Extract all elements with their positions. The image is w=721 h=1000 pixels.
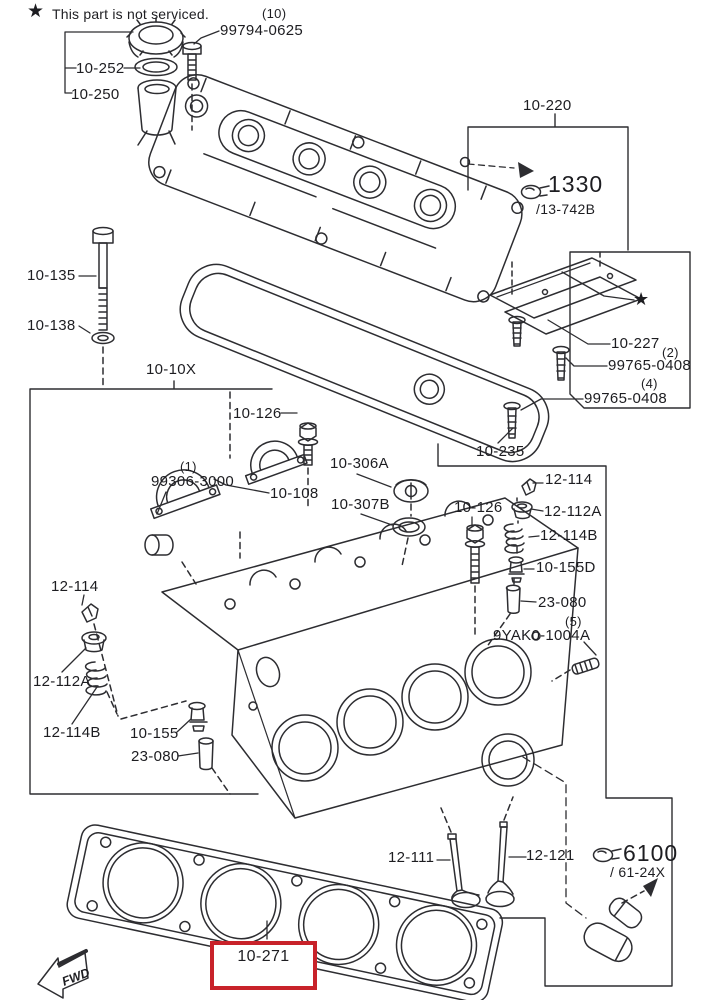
plate-screw-3 (503, 401, 521, 439)
label-10-306A: 10-306A (330, 455, 389, 472)
section-dash-line (522, 756, 587, 919)
label-99306-3000: 99306-3000 (151, 473, 235, 490)
left-valvetrain-parts (61, 594, 231, 795)
head-bolt-right-drawing (464, 516, 486, 639)
cylinder-head-drawing (161, 497, 579, 819)
label-12-111: 12-111 (388, 849, 435, 866)
group-boxes (29, 113, 691, 987)
label-23-080-left: 23-080 (131, 748, 180, 765)
label-10-250: 10-250 (71, 86, 120, 103)
highlighted-part-box: 10-271 (210, 941, 317, 990)
oil-cap-drawing (126, 17, 186, 146)
label-12-112A-left: 12-112A (33, 673, 91, 690)
label-10-227: 10-227 (611, 335, 660, 352)
right-valvetrain-parts (485, 478, 544, 649)
elbow-6100-drawing (583, 847, 658, 963)
label-1330: 1330 (548, 171, 604, 197)
label-99794-0625: 99794-0625 (220, 22, 304, 39)
cover-gasket-drawing (179, 263, 550, 463)
label-9YAK0-1004A: 9YAK0-1004A (493, 627, 591, 644)
label-12-114-right: 12-114 (545, 471, 593, 488)
label-12-121: 12-121 (526, 847, 575, 864)
label-23-080-right: 23-080 (538, 594, 587, 611)
valve-cover-drawing (148, 74, 524, 303)
label-12-114B-right: 12-114B (540, 527, 598, 544)
label-10-271: 10-271 (237, 948, 290, 965)
label-10-252: 10-252 (76, 60, 125, 77)
service-note: This part is not serviced. (52, 6, 209, 22)
right-leaders (497, 271, 635, 444)
label-qty-99794: (10) (262, 6, 287, 21)
label-10-220: 10-220 (523, 97, 572, 114)
label-qty4: (4) (641, 376, 658, 391)
plate-screw-1 (508, 315, 526, 347)
label-10-10X: 10-10X (146, 361, 197, 378)
plate-screw-2 (552, 345, 570, 381)
label-qty1: (1) (180, 459, 197, 474)
head-cover-bolt-drawing (91, 226, 115, 389)
label-10-155: 10-155 (130, 725, 179, 742)
label-99765-0408-a: 99765-0408 (608, 357, 692, 374)
fwd-arrow: FWD (37, 949, 92, 999)
note-star-icon: ★ (27, 1, 45, 22)
cover-screw-drawing (182, 41, 202, 131)
label-12-114-left: 12-114 (51, 578, 99, 595)
plate-star-icon: ★ (633, 289, 650, 309)
clip-1330-icon (520, 184, 550, 200)
label-10-126-right: 10-126 (454, 499, 503, 516)
label-12-114B-left: 12-114B (43, 724, 101, 741)
label-10-235: 10-235 (476, 443, 525, 460)
head-bolt-top-drawing (280, 412, 319, 511)
baffle-plate-drawing (489, 251, 642, 335)
label-10-126-top: 10-126 (233, 405, 282, 422)
label-61-24X: / 61-24X (610, 864, 666, 880)
arrowhead-1330 (518, 162, 534, 178)
label-10-155D: 10-155D (536, 559, 596, 576)
screw-leader (193, 30, 220, 45)
plug-drawing (356, 473, 429, 567)
oil-cap-bracket (64, 31, 141, 94)
cam-cap-drawing (144, 391, 308, 585)
label-qty2: (2) (662, 345, 679, 360)
valve-drawings (436, 796, 527, 909)
label-12-112A-right: 12-112A (544, 503, 602, 520)
stud-drawing (551, 641, 600, 682)
label-10-138: 10-138 (27, 317, 76, 334)
head-gasket-drawing (66, 824, 504, 1000)
label-10-108: 10-108 (270, 485, 319, 502)
label-99765-0408-b: 99765-0408 (584, 390, 668, 407)
label-10-135: 10-135 (27, 267, 76, 284)
label-6100: 6100 (623, 840, 679, 866)
label-10-307B: 10-307B (331, 496, 390, 513)
label-qty5: (5) (565, 614, 582, 629)
label-13-742B: /13-742B (536, 201, 596, 217)
